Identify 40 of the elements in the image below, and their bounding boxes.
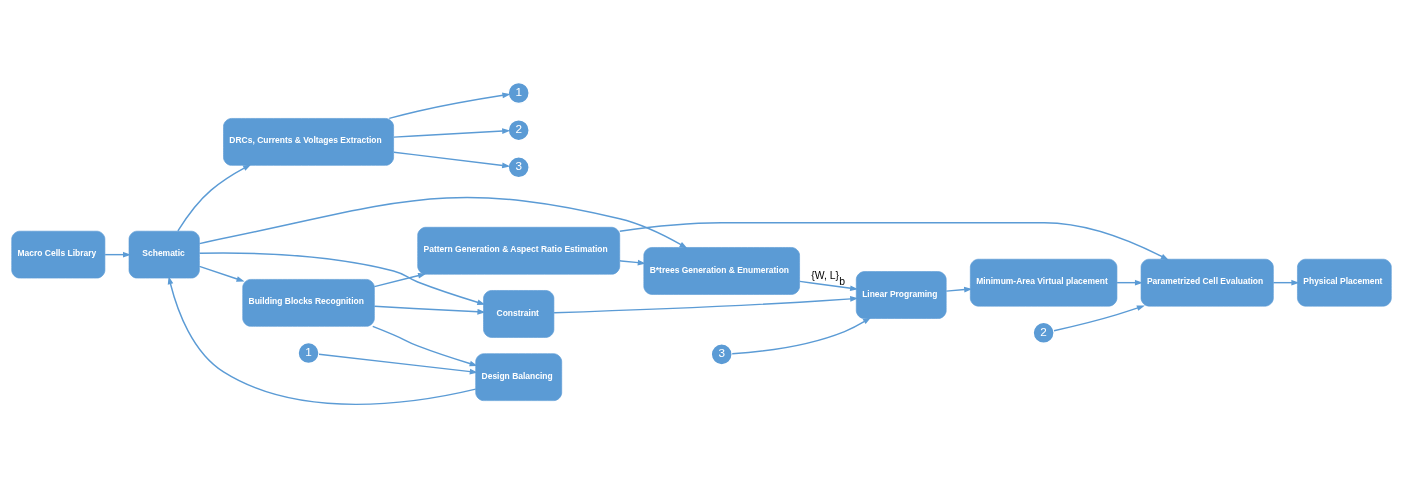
node-box: DRCs, Currents & Voltages Extraction [223,118,394,166]
node-box: Pattern Generation & Aspect Ratio Estimation [417,226,621,275]
node-box: Constraint [483,290,555,338]
arrow [945,286,973,293]
node-box: Design Balancing [475,353,563,401]
arrow [373,305,486,315]
node-box: Macro Cells Library [11,230,106,279]
node-circle: 2 [507,119,530,142]
arrow [393,128,511,138]
arrow [318,353,478,375]
node-box: Minimum-Area Virtual placement [970,258,1118,307]
node-circle: 3 [507,156,530,179]
arrow [619,259,646,266]
arrow [619,222,1169,261]
node-box: Parametrized Cell Evaluation [1140,258,1274,307]
arrow [198,265,245,282]
arrow [393,151,511,169]
arrow [198,252,486,306]
node-circle: 1 [297,341,320,365]
node-circle: 3 [710,343,733,366]
arrow [1272,279,1300,286]
arrow [373,272,427,288]
arrow [1116,279,1144,286]
arrow [372,325,478,367]
node-box: Schematic [128,230,200,279]
arrow [198,196,688,249]
node-box: Linear Programing [855,271,947,319]
node-circle: 1 [507,81,530,105]
node-box: B*trees Generation & Enumeration [643,247,800,295]
arrow [1053,305,1145,332]
arrow [388,92,511,120]
arrow [799,280,859,292]
arrow [731,317,871,355]
arrow [177,164,252,232]
arrow [553,296,859,314]
arrow [167,276,477,406]
arrow [104,251,132,258]
node-circle: 2 [1032,321,1055,344]
node-box: Physical Placement [1297,258,1392,307]
node-box: Building Blocks Recognition [242,279,375,327]
